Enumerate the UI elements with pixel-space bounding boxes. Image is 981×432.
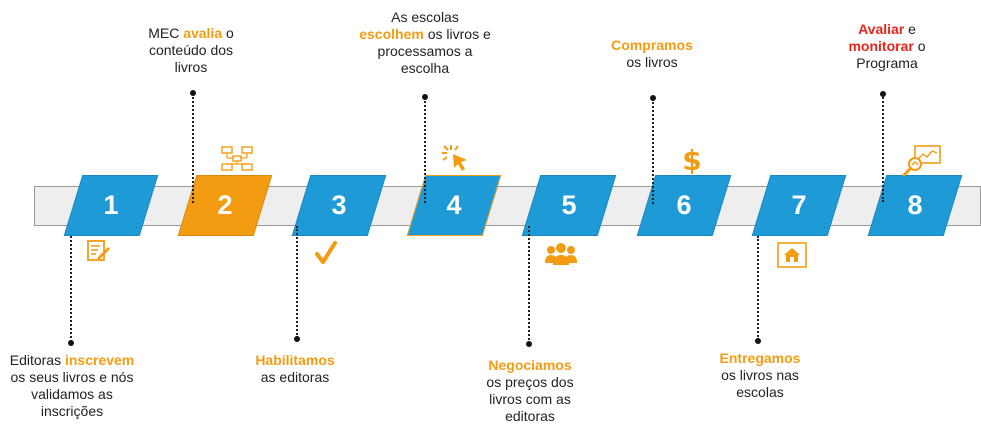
dollar-sign-icon: $ [682, 145, 701, 175]
step-5-number: 5 [561, 190, 577, 220]
step-4-label: As escolas escolhem os livros e processa… [359, 9, 491, 76]
connector-5 [528, 226, 530, 344]
connector-dot-5 [526, 341, 532, 347]
people-group-icon [545, 243, 577, 265]
connector-7 [757, 236, 759, 340]
cursor-click-icon [442, 145, 467, 171]
step-1-label: Editoras inscrevem os seus livros e nós … [9, 352, 135, 419]
connector-dot-8 [880, 91, 886, 97]
connector-8 [882, 94, 884, 202]
home-icon [777, 242, 807, 268]
step-3-label: Habilitamos as editoras [255, 352, 335, 385]
step-2-label: MEC avalia o conteúdo dos livros [148, 25, 234, 75]
connector-4 [424, 97, 426, 203]
connector-1 [70, 236, 72, 342]
connector-6 [652, 98, 654, 204]
flowchart-icon [221, 146, 253, 171]
step-8-number: 8 [907, 190, 923, 220]
step-1-number: 1 [103, 190, 119, 220]
connector-dot-1 [68, 340, 74, 346]
step-5-label: Negociamos os preços dos livros com as e… [486, 357, 574, 424]
connector-dot-3 [294, 336, 300, 342]
step-6-label: Compramos os livros [611, 37, 693, 70]
step-7-number: 7 [791, 190, 807, 220]
step-3-number: 3 [331, 190, 347, 220]
connector-dot-2 [190, 90, 196, 96]
connector-2 [192, 93, 194, 203]
connector-3 [296, 226, 298, 338]
chart-monitor-icon [902, 145, 941, 176]
step-7-label: Entregamos os livros nas escolas [719, 350, 801, 400]
connector-dot-6 [650, 95, 656, 101]
step-6-number: 6 [676, 190, 692, 220]
edit-document-icon [87, 240, 110, 261]
checkmark-icon [315, 241, 337, 264]
step-8-label: Avaliar e monitorar o Programa [848, 21, 926, 71]
step-4-number: 4 [446, 190, 462, 220]
connector-dot-7 [755, 338, 761, 344]
step-2-number: 2 [217, 190, 233, 220]
svg-text:$: $ [682, 145, 701, 175]
connector-dot-4 [422, 94, 428, 100]
